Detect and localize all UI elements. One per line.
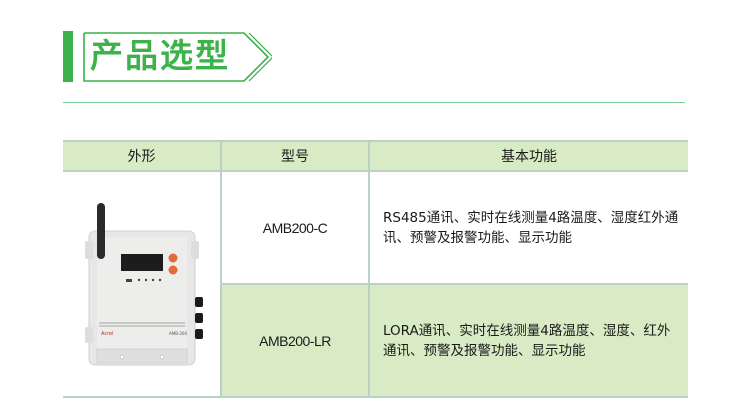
- header-appearance: 外形: [63, 140, 222, 172]
- header-model: 型号: [220, 140, 370, 172]
- table-row: Acrel AMB-200 AMB200-C RS485通讯、实时在线测量4路温…: [63, 170, 688, 398]
- section-divider: [63, 102, 685, 103]
- table-row: AMB200-LR LORA通讯、实时在线测量4路温度、湿度、红外通讯、预警及报…: [63, 283, 688, 398]
- section-title: 产品选型: [90, 36, 230, 75]
- title-accent-bar: [63, 31, 73, 82]
- model-cell: AMB200-LR: [221, 283, 370, 398]
- svg-text:Acrel: Acrel: [101, 331, 114, 337]
- arrow-frame-icon: [83, 32, 272, 82]
- model-cell: AMB200-C: [220, 170, 370, 285]
- device-illustration-icon: Acrel AMB-200: [84, 202, 203, 365]
- section-title-box: 产品选型: [82, 31, 272, 82]
- svg-text:AMB-200: AMB-200: [169, 331, 187, 336]
- product-selection-table: 外形 型号 基本功能: [63, 140, 688, 398]
- function-cell: RS485通讯、实时在线测量4路温度、湿度红外通讯、预警及报警功能、显示功能: [368, 170, 688, 285]
- header-function: 基本功能: [368, 140, 688, 172]
- product-image-cell: Acrel AMB-200: [63, 170, 222, 398]
- function-cell: LORA通讯、实时在线测量4路温度、湿度、红外通讯、预警及报警功能、显示功能: [368, 283, 688, 398]
- table-header-row: 外形 型号 基本功能: [63, 140, 688, 172]
- product-image: Acrel AMB-200: [77, 197, 207, 372]
